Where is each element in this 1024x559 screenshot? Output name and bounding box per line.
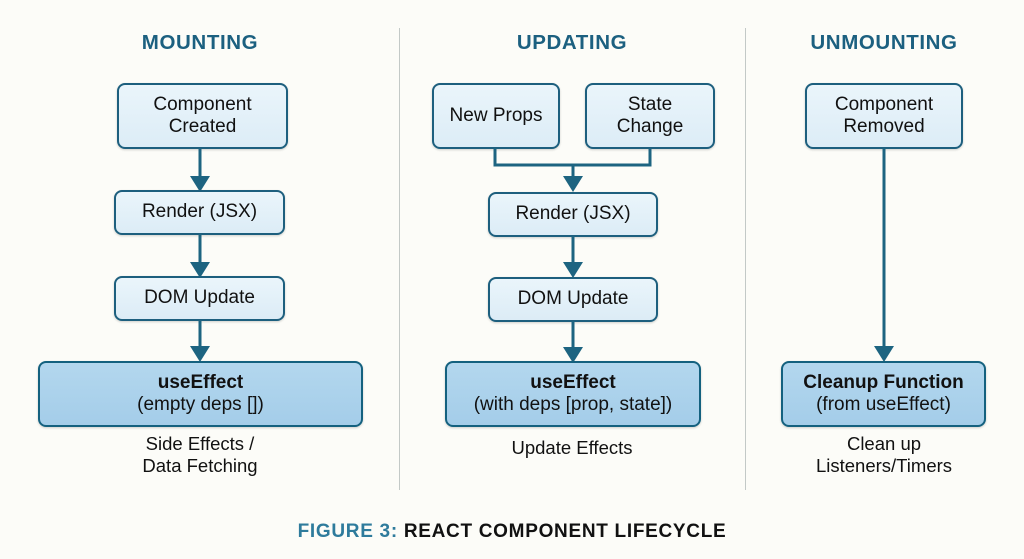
node-dom-update-mounting: DOM Update: [114, 276, 285, 321]
node-label-line1: useEffect: [530, 371, 616, 393]
node-label-line2: Change: [616, 116, 684, 137]
node-label-line1: State: [627, 93, 673, 115]
figure-number: FIGURE 3:: [297, 521, 398, 542]
node-render-jsx-updating: Render (JSX): [488, 192, 658, 237]
caption-updating: Update Effects: [511, 437, 632, 459]
arrow-merge-to-render: [493, 148, 652, 192]
column-heading-mounting: MOUNTING: [141, 31, 259, 54]
node-label-line1: Cleanup Function: [803, 371, 964, 393]
arrow-created-to-render: [190, 148, 210, 192]
node-component-created: Component Created: [117, 83, 288, 149]
node-new-props: New Props: [432, 83, 560, 149]
arrow-dom-to-useeffect: [190, 320, 210, 362]
node-useeffect-updating: useEffect (with deps [prop, state]): [445, 361, 701, 427]
node-label-line2: (empty deps []): [137, 394, 264, 415]
arrow-render-to-dom-updating: [563, 236, 583, 278]
caption-line2: Listeners/Timers: [815, 455, 953, 477]
caption-mounting: Side Effects / Data Fetching: [142, 433, 257, 477]
caption-line1: Update Effects: [511, 437, 633, 458]
node-label-line2: Removed: [843, 116, 925, 137]
node-label-line1: useEffect: [157, 371, 244, 393]
node-label-line1: New Props: [449, 104, 543, 126]
node-cleanup-function: Cleanup Function (from useEffect): [781, 361, 986, 427]
node-label-line1: DOM Update: [517, 288, 629, 310]
node-label-line2: (from useEffect): [816, 394, 951, 415]
figure-title: FIGURE 3: REACT COMPONENT LIFECYCLE: [298, 521, 727, 543]
node-dom-update-updating: DOM Update: [488, 277, 658, 322]
caption-line2: Data Fetching: [142, 455, 258, 477]
figure-title-text: REACT COMPONENT LIFECYCLE: [403, 521, 727, 542]
column-heading-updating: UPDATING: [516, 31, 628, 54]
node-label-line2: Created: [168, 116, 237, 137]
column-divider-left: [399, 28, 400, 490]
node-label-line1: Component: [153, 93, 252, 115]
node-useeffect-mounting: useEffect (empty deps []): [38, 361, 363, 427]
node-label-line1: DOM Update: [144, 287, 255, 309]
column-divider-right: [745, 28, 746, 490]
node-label-line2: (with deps [prop, state]): [473, 394, 673, 415]
caption-line1: Clean up: [846, 433, 922, 454]
column-heading-unmounting: UNMOUNTING: [810, 31, 958, 54]
arrow-removed-to-cleanup: [874, 148, 894, 362]
caption-unmounting: Clean up Listeners/Timers: [816, 433, 952, 477]
node-label-line1: Render (JSX): [141, 201, 258, 223]
node-state-change: State Change: [585, 83, 715, 149]
arrow-render-to-dom: [190, 234, 210, 278]
caption-line1: Side Effects /: [145, 433, 255, 454]
node-render-jsx-mounting: Render (JSX): [114, 190, 285, 235]
node-label-line1: Component: [834, 93, 934, 115]
node-component-removed: Component Removed: [805, 83, 963, 149]
node-label-line1: Render (JSX): [515, 203, 631, 225]
arrow-dom-to-useeffect-updating: [563, 321, 583, 363]
